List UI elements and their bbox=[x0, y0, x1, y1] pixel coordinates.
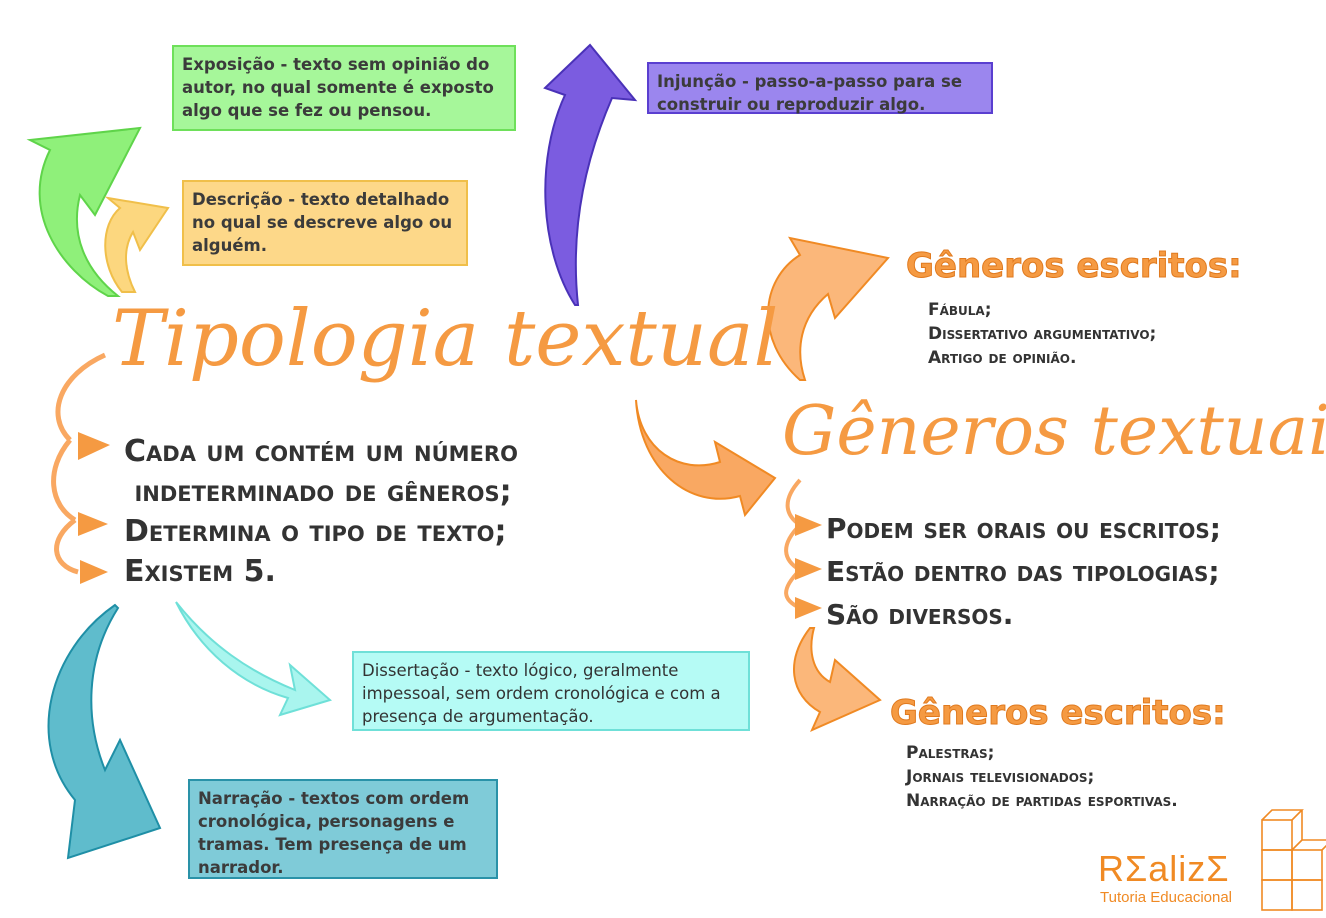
bullet-arrow-3 bbox=[80, 560, 108, 584]
yellow-arrow bbox=[104, 196, 170, 293]
escritos-top-list: Fábula; Dissertativo argumentativo; Arti… bbox=[928, 298, 1156, 370]
tipologia-list: Cada um contém um número indeterminado d… bbox=[124, 432, 518, 592]
dissertacao-text: Dissertação - texto lógico, geralmente i… bbox=[362, 661, 721, 726]
tipologia-title: Tipologia textual bbox=[112, 294, 779, 384]
injuncao-box: Injunção - passo-a-passo para se constru… bbox=[647, 62, 993, 114]
tipologia-item-1: Cada um contém um número bbox=[124, 434, 518, 469]
cyan-arrow bbox=[175, 601, 333, 717]
generos-item-1: Podem ser orais ou escritos; bbox=[826, 512, 1221, 545]
orange-arrow-up bbox=[767, 236, 890, 381]
logo-name: RΣalizΣ bbox=[1098, 848, 1230, 889]
bullet-arrow-2 bbox=[78, 512, 108, 536]
tipologia-item-2: indeterminado de gêneros; bbox=[124, 474, 512, 509]
orange-arrow-middle bbox=[635, 399, 777, 518]
narracao-box: Narração - textos com ordem cronológica,… bbox=[188, 779, 498, 879]
generos-item-2: Estão dentro das tipologias; bbox=[826, 555, 1220, 588]
exposicao-text: Exposição - texto sem opinião do autor, … bbox=[182, 55, 494, 120]
generos-item-3: São diversos. bbox=[826, 598, 1014, 631]
injuncao-text: Injunção - passo-a-passo para se constru… bbox=[657, 72, 963, 114]
escritos-bottom-item-2: Jornais televisionados; bbox=[906, 767, 1095, 787]
descricao-box: Descrição - texto detalhado no qual se d… bbox=[182, 180, 468, 266]
orange-arrow-down bbox=[793, 627, 882, 732]
left-bracket-arrows bbox=[51, 352, 107, 575]
exposicao-box: Exposição - texto sem opinião do autor, … bbox=[172, 45, 516, 131]
tipologia-item-3: Determina o tipo de texto; bbox=[124, 514, 507, 549]
escritos-top-item-1: Fábula; bbox=[928, 300, 992, 320]
generos-title: Gêneros textuais bbox=[782, 392, 1326, 471]
bullet-arrow-4 bbox=[795, 514, 822, 536]
escritos-top-item-3: Artigo de opinião. bbox=[928, 348, 1077, 368]
green-arrow bbox=[26, 126, 142, 297]
bullet-arrow-5 bbox=[795, 558, 822, 580]
right-bracket-arrows bbox=[784, 478, 802, 610]
escritos-bottom-item-3: Narração de partidas esportivas. bbox=[906, 791, 1178, 811]
escritos-top-item-2: Dissertativo argumentativo; bbox=[928, 324, 1157, 344]
generos-list: Podem ser orais ou escritos; Estão dentr… bbox=[826, 507, 1221, 636]
escritos-bottom-item-1: Palestras; bbox=[906, 743, 995, 763]
logo-cubes-icon bbox=[1261, 809, 1326, 911]
tipologia-item-4: Existem 5. bbox=[124, 554, 276, 589]
descricao-text: Descrição - texto detalhado no qual se d… bbox=[192, 190, 453, 255]
teal-arrow bbox=[47, 603, 162, 860]
escritos-bottom-heading: Gêneros escritos: bbox=[890, 693, 1227, 734]
bullet-arrow-1 bbox=[78, 432, 110, 460]
narracao-text: Narração - textos com ordem cronológica,… bbox=[198, 789, 470, 877]
logo-tagline: Tutoria Educacional bbox=[1100, 889, 1233, 906]
escritos-bottom-list: Palestras; Jornais televisionados; Narra… bbox=[906, 741, 1178, 813]
dissertacao-box: Dissertação - texto lógico, geralmente i… bbox=[352, 651, 750, 731]
escritos-top-heading: Gêneros escritos: bbox=[906, 246, 1243, 287]
bullet-arrow-6 bbox=[795, 597, 822, 619]
purple-arrow bbox=[543, 43, 638, 306]
